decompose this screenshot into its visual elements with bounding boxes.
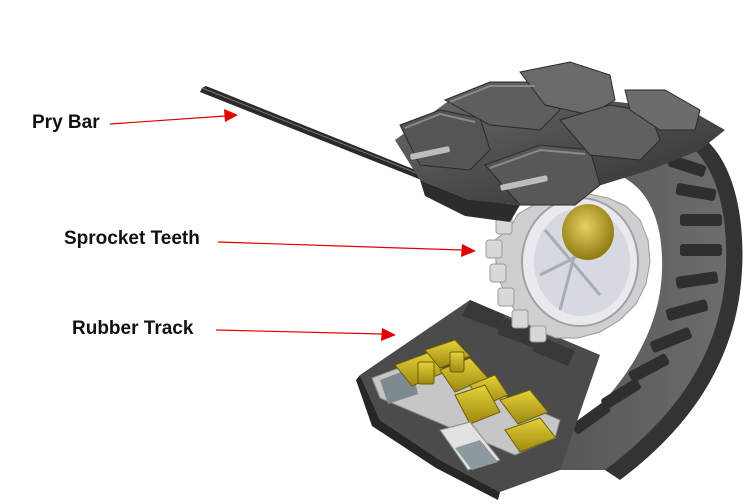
pry-bar bbox=[200, 86, 428, 181]
bottom-lugs bbox=[462, 300, 575, 366]
pry-bar-arrow bbox=[109, 109, 238, 125]
rubber-track-label: Rubber Track bbox=[72, 318, 194, 339]
callout-arrows bbox=[109, 109, 476, 341]
pry-bar-label: Pry Bar bbox=[32, 112, 100, 133]
steel-inserts bbox=[371, 339, 561, 471]
sprocket-hub bbox=[562, 204, 614, 260]
sprocket-teeth-label: Sprocket Teeth bbox=[64, 228, 200, 249]
rubber-track-arrow bbox=[215, 328, 396, 341]
sprocket bbox=[485, 193, 651, 343]
tread-blocks bbox=[395, 61, 725, 222]
inner-lugs bbox=[571, 155, 722, 435]
sprocket-teeth-arrow bbox=[217, 241, 476, 257]
